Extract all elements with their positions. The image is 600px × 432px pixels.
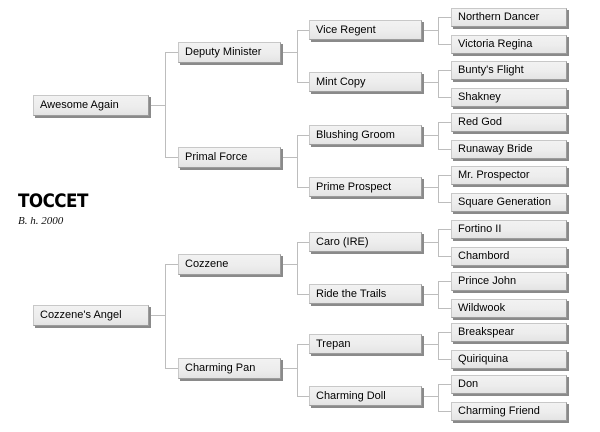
pedigree-node-g3[interactable]: Vice Regent — [309, 20, 422, 40]
connector — [422, 344, 438, 345]
connector — [165, 368, 178, 369]
connector — [438, 17, 439, 44]
connector — [422, 135, 438, 136]
connector — [438, 411, 451, 412]
connector — [438, 332, 451, 333]
pedigree-node-g4[interactable]: Mr. Prospector — [451, 166, 567, 185]
connector — [297, 396, 309, 397]
pedigree-node-g4[interactable]: Square Generation — [451, 193, 567, 212]
connector — [438, 70, 439, 97]
pedigree-node-g3[interactable]: Caro (IRE) — [309, 232, 422, 252]
pedigree-node-g2[interactable]: Deputy Minister — [178, 42, 281, 63]
pedigree-node-g2[interactable]: Primal Force — [178, 147, 281, 168]
connector — [297, 135, 298, 187]
connector — [422, 82, 438, 83]
pedigree-node-g3[interactable]: Ride the Trails — [309, 284, 422, 304]
connector — [438, 175, 439, 202]
pedigree-node-g4[interactable]: Red God — [451, 113, 567, 132]
pedigree-node-g4[interactable]: Don — [451, 375, 567, 394]
pedigree-node-g3[interactable]: Mint Copy — [309, 72, 422, 92]
connector — [297, 82, 309, 83]
connector — [297, 135, 309, 136]
connector — [297, 30, 298, 82]
page-title: TOCCET — [18, 190, 88, 212]
pedigree-node-g4[interactable]: Victoria Regina — [451, 35, 567, 54]
connector — [438, 175, 451, 176]
connector — [297, 30, 309, 31]
pedigree-node-g4[interactable]: Fortino II — [451, 220, 567, 239]
connector — [297, 242, 309, 243]
pedigree-node-dam[interactable]: Cozzene's Angel — [33, 305, 149, 326]
pedigree-node-g4[interactable]: Charming Friend — [451, 402, 567, 421]
connector — [422, 294, 438, 295]
connector — [281, 157, 297, 158]
pedigree-node-g2[interactable]: Charming Pan — [178, 358, 281, 379]
pedigree-node-g4[interactable]: Breakspear — [451, 323, 567, 342]
connector — [422, 242, 438, 243]
pedigree-node-g3[interactable]: Prime Prospect — [309, 177, 422, 197]
connector — [438, 229, 439, 256]
connector — [438, 202, 451, 203]
pedigree-node-g4[interactable]: Quiriquina — [451, 350, 567, 369]
connector — [438, 359, 451, 360]
connector — [165, 264, 178, 265]
connector — [281, 368, 297, 369]
connector — [438, 97, 451, 98]
connector — [422, 396, 438, 397]
pedigree-node-g3[interactable]: Blushing Groom — [309, 125, 422, 145]
connector — [438, 308, 451, 309]
connector — [165, 264, 166, 368]
connector — [281, 52, 297, 53]
connector — [438, 281, 439, 308]
pedigree-node-g4[interactable]: Chambord — [451, 247, 567, 266]
pedigree-node-g4[interactable]: Shakney — [451, 88, 567, 107]
pedigree-node-sire[interactable]: Awesome Again — [33, 95, 149, 116]
connector — [438, 281, 451, 282]
connector — [149, 105, 165, 106]
connector — [281, 264, 297, 265]
connector — [438, 384, 451, 385]
connector — [438, 17, 451, 18]
pedigree-node-g3[interactable]: Charming Doll — [309, 386, 422, 406]
connector — [297, 294, 309, 295]
connector — [438, 149, 451, 150]
connector — [297, 344, 309, 345]
connector — [297, 242, 298, 294]
pedigree-node-g4[interactable]: Bunty's Flight — [451, 61, 567, 80]
connector — [149, 315, 165, 316]
connector — [297, 344, 298, 396]
pedigree-node-g2[interactable]: Cozzene — [178, 254, 281, 275]
connector — [438, 332, 439, 359]
connector — [422, 30, 438, 31]
connector — [438, 384, 439, 411]
connector — [438, 122, 451, 123]
connector — [165, 52, 178, 53]
connector — [438, 70, 451, 71]
connector — [165, 157, 178, 158]
connector — [438, 122, 439, 149]
pedigree-node-g4[interactable]: Wildwook — [451, 299, 567, 318]
connector — [297, 187, 309, 188]
pedigree-node-g4[interactable]: Prince John — [451, 272, 567, 291]
pedigree-node-g4[interactable]: Runaway Bride — [451, 140, 567, 159]
connector — [438, 229, 451, 230]
subject-details: B. h. 2000 — [18, 215, 64, 227]
pedigree-node-g3[interactable]: Trepan — [309, 334, 422, 354]
pedigree-node-g4[interactable]: Northern Dancer — [451, 8, 567, 27]
connector — [438, 256, 451, 257]
connector — [422, 187, 438, 188]
connector — [165, 52, 166, 157]
connector — [438, 44, 451, 45]
subject-title-block: TOCCET B. h. 2000 — [18, 190, 188, 229]
